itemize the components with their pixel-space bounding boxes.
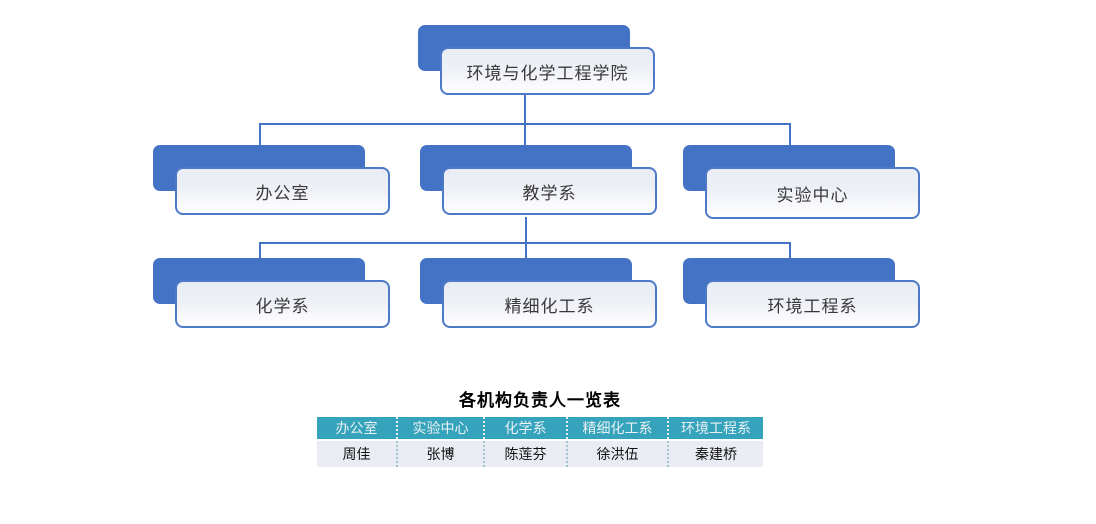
- org-node-chemistry-dept: 化学系: [153, 258, 392, 328]
- org-node-root-label: 环境与化学工程学院: [440, 47, 655, 95]
- org-node-fine-chemical-dept: 精细化工系: [420, 258, 659, 328]
- connector-line: [789, 242, 791, 259]
- org-node-fine-chemical-dept-label: 精细化工系: [442, 280, 657, 328]
- table-header-cell: 实验中心: [396, 417, 483, 439]
- table-header-cell: 办公室: [335, 420, 378, 436]
- table-data-cell: 张博: [396, 441, 483, 467]
- table-header-cell: 环境工程系: [667, 417, 763, 439]
- leaders-table: 办公室 实验中心 化学系 精细化工系 环境工程系 周佳 张博 陈莲芬 徐洪伍 秦…: [317, 417, 763, 467]
- org-node-environmental-eng-dept: 环境工程系: [683, 258, 922, 328]
- connector-line: [525, 242, 527, 259]
- leaders-table-data-row: 周佳 张博 陈莲芬 徐洪伍 秦建桥: [317, 441, 763, 467]
- org-node-office: 办公室: [153, 145, 392, 215]
- org-node-root: 环境与化学工程学院: [418, 25, 657, 95]
- table-header-cell: 化学系: [483, 417, 566, 439]
- leaders-table-header-row: 办公室 实验中心 化学系 精细化工系 环境工程系: [317, 417, 763, 441]
- org-node-teaching-dept-label: 教学系: [442, 167, 657, 215]
- connector-line: [259, 123, 790, 125]
- connector-line: [789, 123, 791, 146]
- connector-line: [525, 217, 527, 243]
- table-data-cell: 秦建桥: [667, 441, 763, 467]
- connector-line: [259, 123, 261, 146]
- table-data-cell: 周佳: [342, 446, 371, 462]
- org-node-lab-center: 实验中心: [683, 145, 922, 219]
- org-node-office-label: 办公室: [175, 167, 390, 215]
- org-node-lab-center-label: 实验中心: [705, 167, 920, 219]
- org-node-environmental-eng-dept-label: 环境工程系: [705, 280, 920, 328]
- connector-line: [259, 242, 261, 259]
- table-header-cell: 精细化工系: [566, 417, 667, 439]
- connector-line: [259, 242, 790, 244]
- table-data-cell: 徐洪伍: [566, 441, 667, 467]
- connector-line: [524, 95, 526, 145]
- table-data-cell: 陈莲芬: [483, 441, 566, 467]
- org-node-teaching-dept: 教学系: [420, 145, 659, 215]
- leaders-table-title: 各机构负责人一览表: [459, 391, 621, 410]
- org-node-chemistry-dept-label: 化学系: [175, 280, 390, 328]
